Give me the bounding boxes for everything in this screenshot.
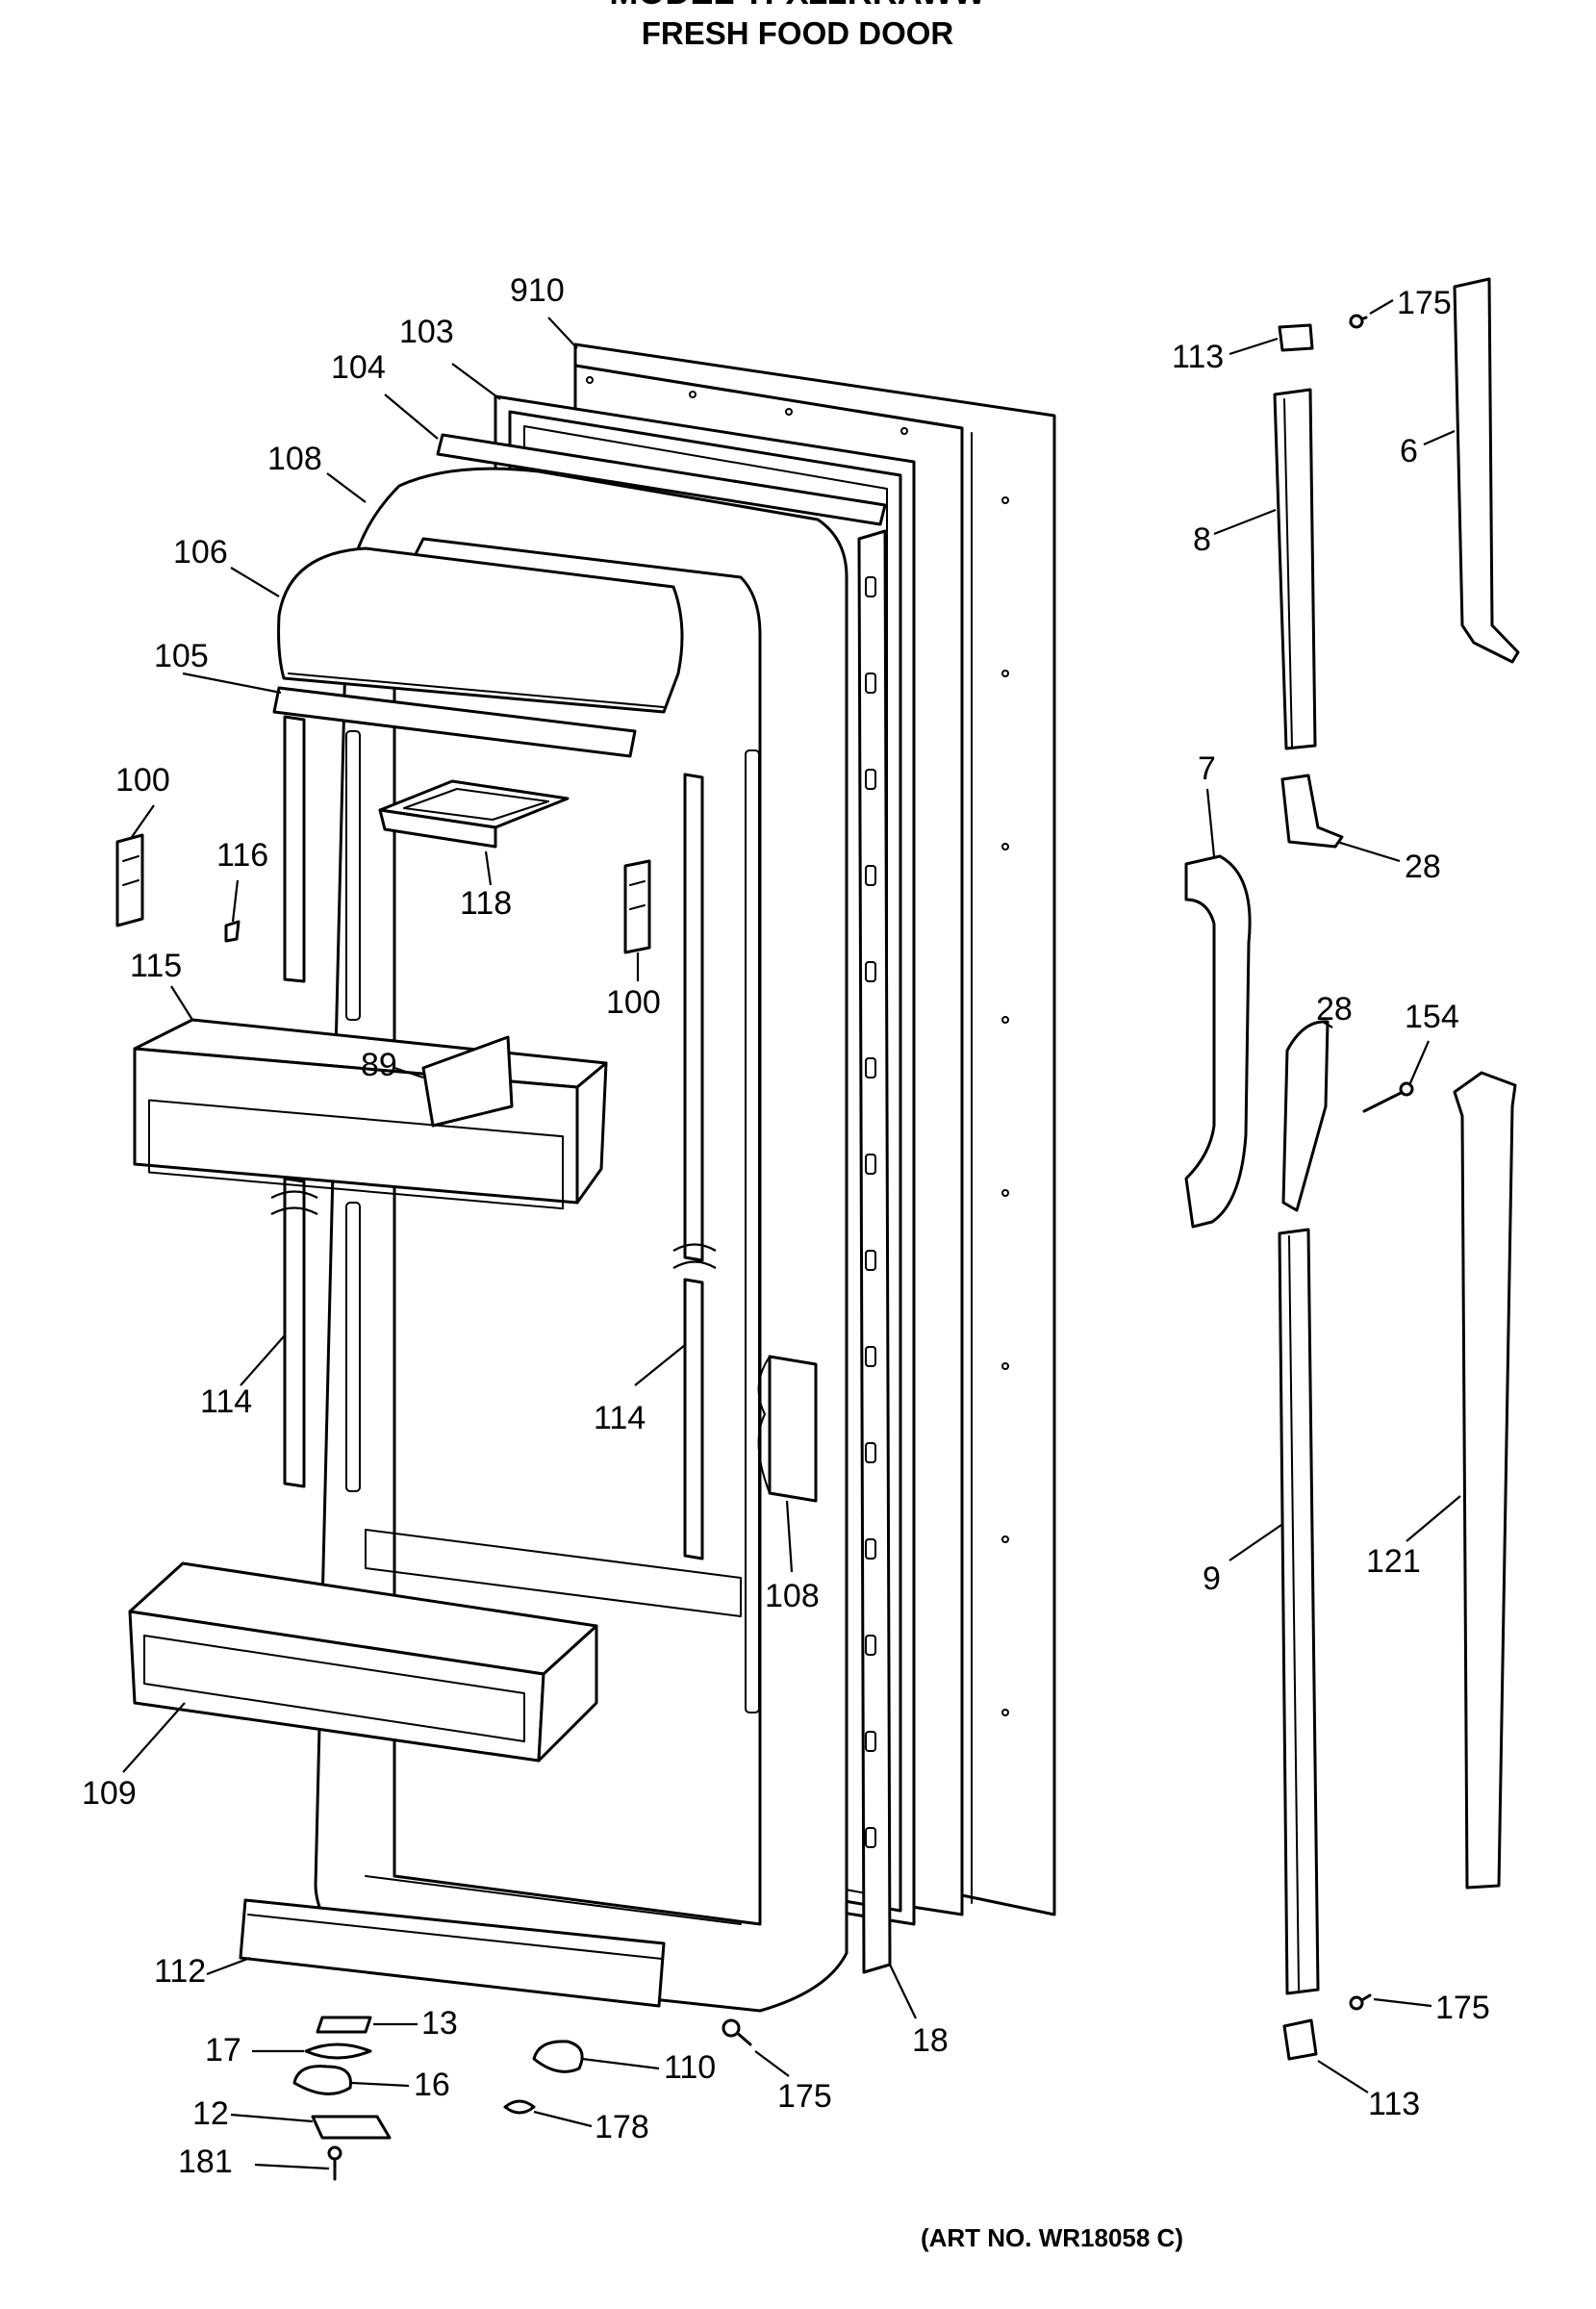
callout-114-left: 114 bbox=[200, 1383, 252, 1420]
callout-103: 103 bbox=[399, 314, 454, 350]
callout-8: 8 bbox=[1193, 521, 1211, 558]
left-shelf-rail bbox=[270, 715, 318, 1488]
callout-109: 109 bbox=[82, 1775, 137, 1812]
bin-divider bbox=[421, 1035, 514, 1128]
callout-7: 7 bbox=[1198, 750, 1216, 787]
callout-114-right: 114 bbox=[594, 1400, 646, 1436]
callout-100-left: 100 bbox=[115, 762, 170, 799]
callout-181: 181 bbox=[178, 2144, 233, 2180]
top-cap-strip bbox=[436, 433, 887, 526]
callout-6: 6 bbox=[1400, 433, 1418, 469]
callout-89: 89 bbox=[361, 1047, 397, 1083]
hinge-bracket-liner bbox=[757, 1355, 818, 1503]
callout-910: 910 bbox=[510, 272, 565, 309]
dairy-hinge-strip bbox=[272, 686, 637, 758]
callout-154: 154 bbox=[1405, 999, 1459, 1035]
callout-17: 17 bbox=[205, 2032, 241, 2068]
right-shelf-rail bbox=[672, 773, 717, 1560]
callout-115: 115 bbox=[130, 948, 182, 984]
callout-113-top: 113 bbox=[1172, 339, 1224, 375]
callout-175-bottom: 175 bbox=[777, 2078, 832, 2115]
callout-178: 178 bbox=[595, 2109, 649, 2145]
liner-slots-right bbox=[745, 749, 760, 1713]
door-stop-and-screws bbox=[503, 2018, 752, 2115]
callout-108-bottom: 108 bbox=[765, 1578, 820, 1614]
callout-175-right: 175 bbox=[1435, 1990, 1490, 2026]
callout-121: 121 bbox=[1366, 1543, 1421, 1580]
upper-door-bin bbox=[133, 1018, 608, 1210]
callout-13: 13 bbox=[421, 2005, 458, 2042]
callout-105: 105 bbox=[154, 638, 209, 674]
callout-175-top: 175 bbox=[1397, 285, 1452, 321]
shelf-clip-right bbox=[623, 859, 651, 954]
bottom-trim bbox=[239, 1898, 666, 2008]
callout-113-bottom: 113 bbox=[1368, 2086, 1420, 2122]
callout-12: 12 bbox=[192, 2095, 229, 2132]
leader-lines bbox=[122, 299, 1461, 2170]
callout-28-lower: 28 bbox=[1316, 991, 1353, 1028]
model-title: MODEL TFX22RRAWW bbox=[609, 0, 985, 12]
callout-28-upper: 28 bbox=[1405, 849, 1441, 885]
section-title: FRESH FOOD DOOR bbox=[642, 15, 954, 51]
egg-tray bbox=[378, 779, 570, 849]
callout-100-right: 100 bbox=[606, 984, 661, 1021]
callout-116: 116 bbox=[216, 837, 268, 874]
callout-118: 118 bbox=[460, 885, 512, 922]
dairy-compartment-cover bbox=[277, 546, 684, 714]
callout-108-top: 108 bbox=[267, 441, 322, 477]
callout-labels: 910 103 104 108 106 105 100 116 118 100 … bbox=[82, 272, 1490, 2180]
callout-112: 112 bbox=[154, 1953, 206, 1990]
shelf-clip-left bbox=[115, 833, 144, 927]
callout-16: 16 bbox=[414, 2067, 450, 2103]
art-number: (ART NO. WR18058 C) bbox=[921, 2223, 1183, 2252]
callout-9: 9 bbox=[1203, 1560, 1221, 1597]
hinge-hardware-group bbox=[292, 2016, 392, 2181]
callout-104: 104 bbox=[331, 349, 386, 386]
callout-110: 110 bbox=[664, 2049, 716, 2086]
callout-18: 18 bbox=[912, 2022, 949, 2059]
lower-door-bin bbox=[128, 1561, 598, 1763]
handle-assembly bbox=[1184, 277, 1520, 2061]
callout-106: 106 bbox=[173, 534, 228, 571]
small-clip bbox=[224, 920, 241, 943]
liner-slots-left bbox=[345, 730, 361, 1492]
hinge-side-trim bbox=[857, 529, 892, 1974]
